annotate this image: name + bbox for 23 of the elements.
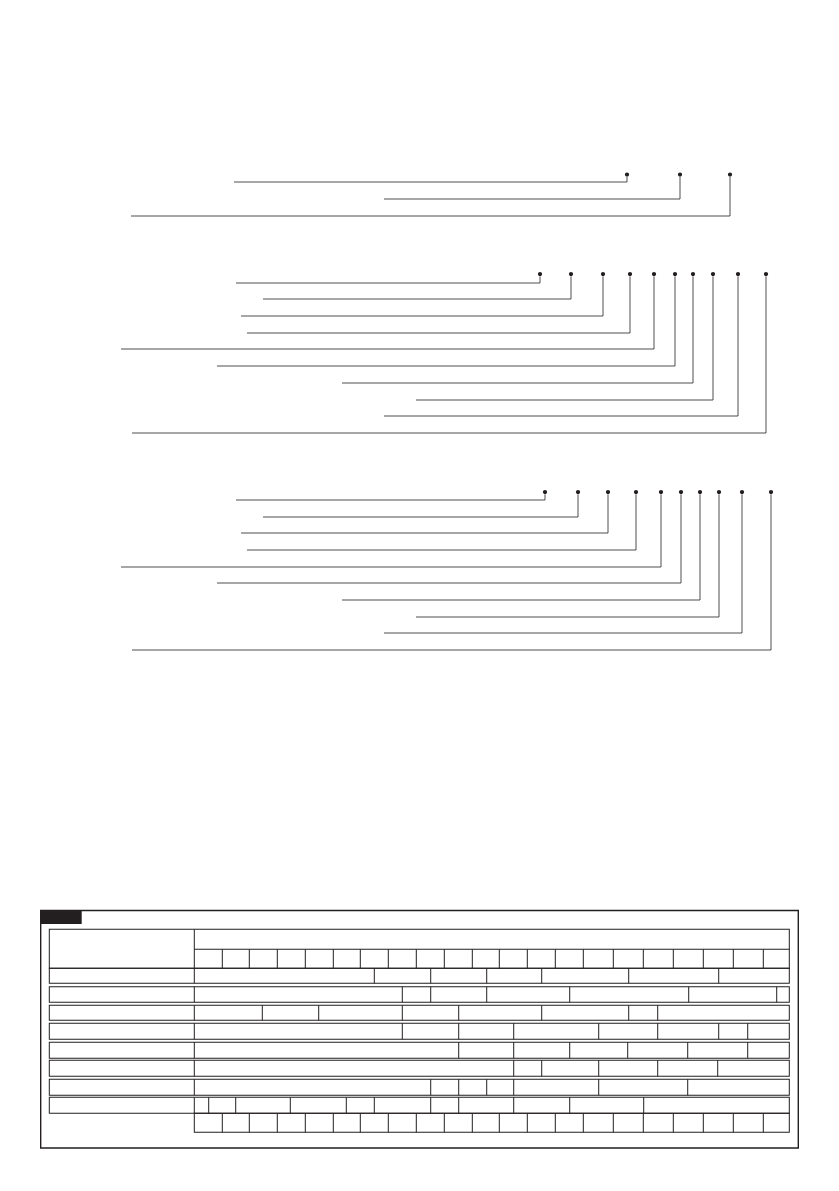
leader-line <box>383 275 739 417</box>
leader-line <box>120 493 662 568</box>
leader-line <box>130 176 731 217</box>
leader-line <box>235 275 541 284</box>
leader-line <box>246 493 637 551</box>
leader-line <box>233 176 628 183</box>
leader-line <box>415 275 714 401</box>
leader-line <box>216 275 676 367</box>
leader-line <box>120 275 655 350</box>
leader-line <box>415 493 720 618</box>
leader-line <box>341 275 694 384</box>
leader-line <box>240 493 609 534</box>
leader-line <box>262 493 579 518</box>
leader-line <box>131 275 767 434</box>
leader-line <box>240 275 604 317</box>
leader-line <box>246 275 631 334</box>
leader-line <box>131 493 772 651</box>
leader-line <box>383 176 681 200</box>
leader-line <box>235 493 546 501</box>
leader-line <box>262 275 572 300</box>
leader-line <box>383 493 743 634</box>
leader-line <box>216 493 682 584</box>
leader-line <box>341 493 701 601</box>
